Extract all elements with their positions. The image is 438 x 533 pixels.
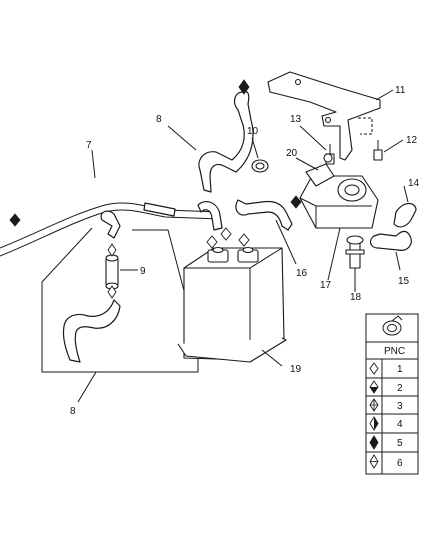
callout-7: 7 [86,140,92,151]
fitting-18 [345,235,365,269]
callout-18: 18 [350,292,362,303]
diamond-half-filled-icon [238,233,250,247]
hose-8-upper [197,90,254,231]
pnc-markers [9,79,302,299]
callout-16: 16 [296,268,308,279]
legend-row-num: 2 [397,383,403,394]
clamp-icon [382,315,403,336]
legend-row-num: 3 [397,401,403,412]
callout-14: 14 [408,178,420,189]
callout-8-lower: 8 [70,406,76,417]
callout-20: 20 [286,148,298,159]
callout-8-upper: 8 [156,114,162,125]
callout-15: 15 [398,276,410,287]
sensor-20 [323,153,333,163]
callout-13: 13 [290,114,302,125]
diamond-cross-icon [206,235,218,249]
clamp-10 [251,159,269,173]
callout-labels: 7 8 10 11 12 13 20 14 15 16 17 18 19 9 8 [70,85,420,417]
legend-row-num: 5 [397,438,403,449]
diamond-solid-icon [238,79,250,95]
hose-14 [393,202,417,228]
callout-19: 19 [290,364,302,375]
callout-9: 9 [140,266,146,277]
callout-12: 12 [406,135,418,146]
bracket-11 [267,71,381,161]
legend-row-num: 1 [397,364,403,375]
callout-10: 10 [247,126,259,137]
diamond-line-icon [107,285,117,299]
diamond-line-icon [369,454,379,469]
hose-15 [369,230,412,251]
diamond-split-icon [290,195,302,209]
canister-19 [177,246,287,363]
line-connector [143,202,176,217]
diamond-half-filled-icon [369,380,379,394]
diamond-cross-icon [369,398,379,412]
hose-8-lower [62,210,121,363]
purge-valve-17 [299,153,379,229]
legend-row-num: 6 [397,458,403,469]
callout-11: 11 [395,85,406,96]
diamond-outline-icon [369,362,379,375]
diamond-line-icon [107,243,117,257]
diamond-outline-icon [220,227,232,241]
diamond-solid-icon [369,435,379,450]
legend-row-num: 4 [397,419,403,430]
diamond-split-icon [369,416,379,431]
diamond-split-icon [9,213,21,227]
bolt-12 [373,140,383,161]
leader-lines [77,89,409,403]
tube-9 [105,254,119,290]
callout-17: 17 [320,280,332,291]
pnc-legend: PNC 1 2 3 4 5 6 [365,313,419,475]
hose-16 [235,199,293,231]
inset-panel [41,227,199,373]
legend-header: PNC [384,346,405,357]
